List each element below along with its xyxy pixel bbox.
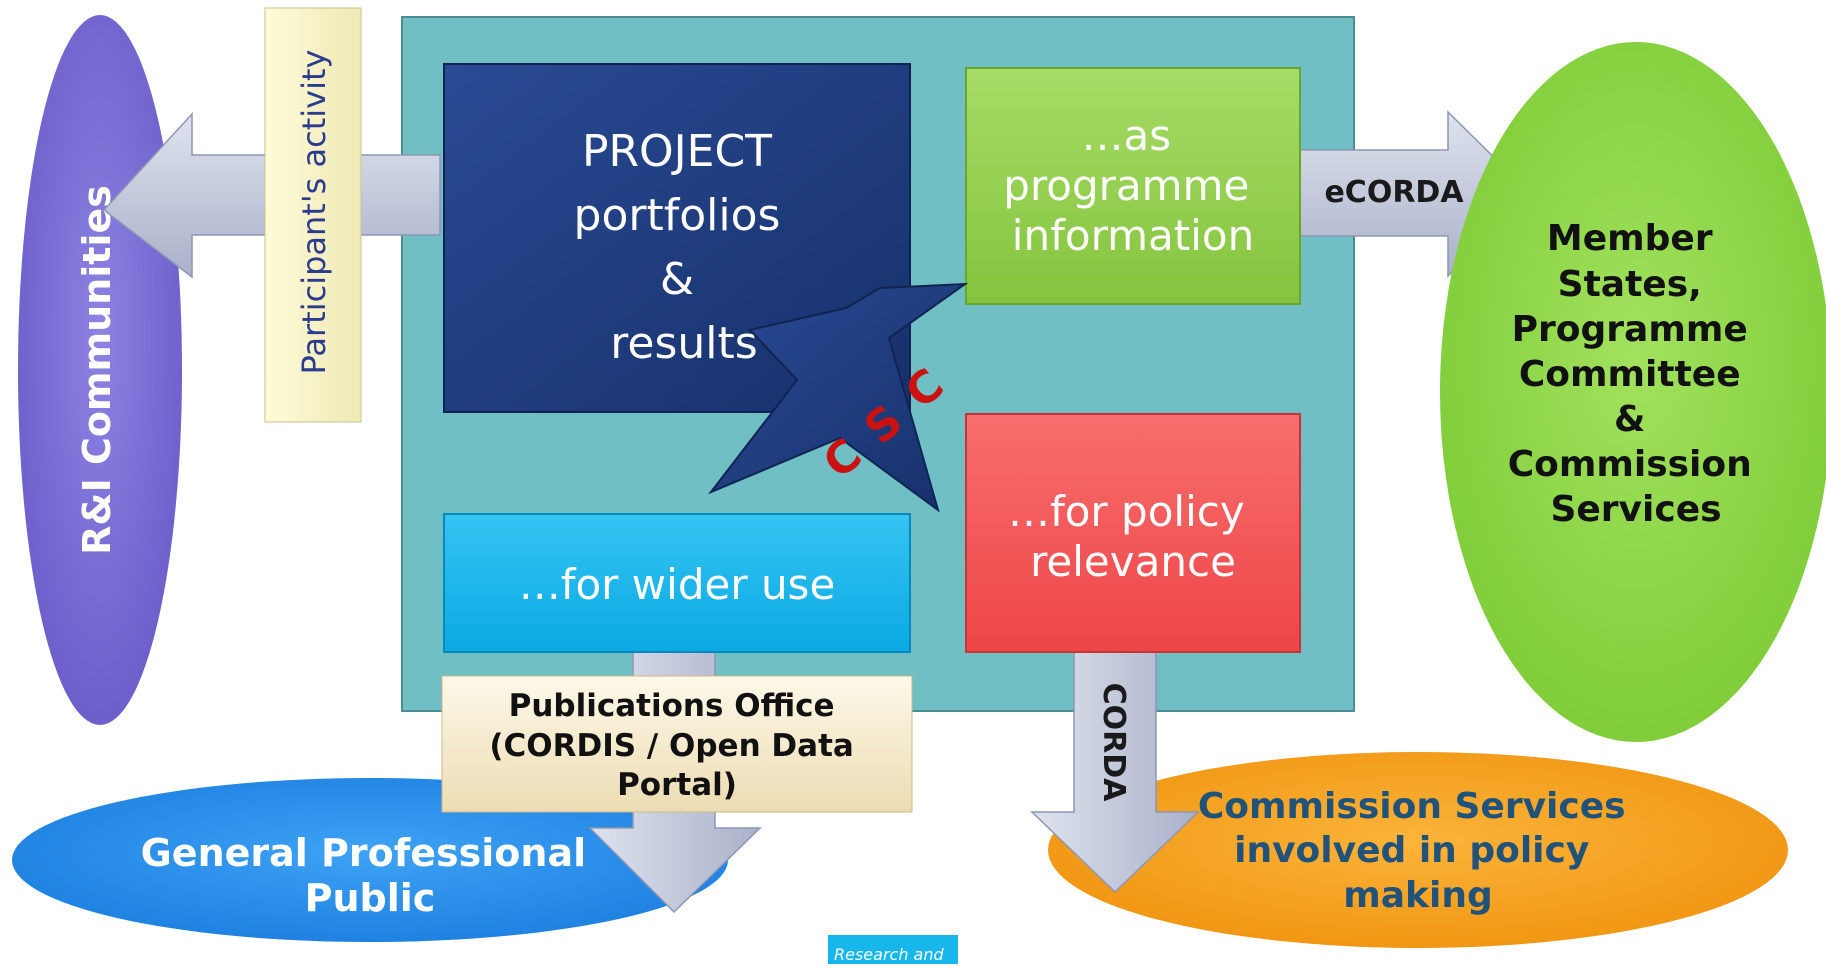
publications-office-label: Publications Office (CORDIS / Open Data … bbox=[489, 688, 864, 803]
wider-use-box bbox=[443, 513, 911, 653]
publications-office-box bbox=[441, 675, 913, 813]
commission-label: Commission Services involved in policy m… bbox=[1198, 786, 1638, 916]
participant-activity-label: Participant's activity bbox=[295, 50, 333, 375]
member-states-ellipse bbox=[1440, 42, 1826, 742]
general-public-ellipse bbox=[12, 778, 728, 942]
participant-activity-box bbox=[264, 7, 362, 423]
corda-arrow bbox=[1030, 647, 1200, 894]
general-public-label: General Professional Public bbox=[141, 831, 600, 920]
ecorda-label: eCORDA bbox=[1324, 175, 1464, 210]
ri-communities-label: R&I Communities bbox=[75, 185, 119, 555]
footer-tag-label: Research and bbox=[834, 945, 944, 964]
csc-star bbox=[707, 282, 969, 513]
policy-relevance-box bbox=[965, 413, 1301, 653]
programme-information-box bbox=[965, 67, 1301, 305]
commission-ellipse bbox=[1048, 752, 1788, 948]
project-portfolios-label: PROJECT portfolios & results bbox=[574, 126, 795, 369]
member-states-label: Member States, Programme Committee & Com… bbox=[1508, 218, 1765, 530]
policy-relevance-label: …for policy relevance bbox=[1008, 487, 1258, 586]
footer-tag bbox=[828, 935, 958, 964]
corda-label: CORDA bbox=[1096, 683, 1131, 803]
wider-use-label: …for wider use bbox=[519, 560, 836, 609]
programme-information-label: …as programme information bbox=[1003, 111, 1262, 260]
